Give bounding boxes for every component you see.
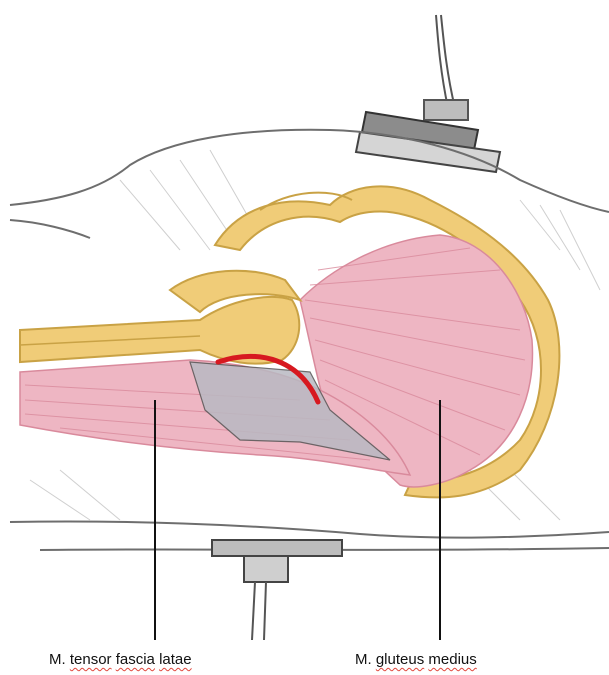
label-gluteus-word-2: medius: [428, 651, 476, 668]
label-gluteus-medius: M. gluteus medius: [355, 651, 477, 668]
probe-cable-2: [441, 15, 455, 108]
buttock-contour: [10, 130, 609, 212]
label-tensor-word-2: fascia: [116, 651, 155, 668]
probe-top: [356, 15, 500, 172]
femur-bone: [20, 271, 300, 364]
label-tensor-word-3: latae: [159, 651, 192, 668]
label-gluteus-word-1: gluteus: [376, 651, 424, 668]
probe-head: [424, 100, 468, 120]
leg-lower-contour: [10, 522, 609, 538]
label-tensor-fascia-latae: M. tensor fascia latae: [49, 651, 192, 668]
leg-upper-contour: [10, 220, 90, 238]
label-tensor-prefix: M.: [49, 651, 70, 668]
probe-bottom: [212, 540, 342, 640]
label-gluteus-prefix: M.: [355, 651, 376, 668]
label-tensor-word-1: tensor: [70, 651, 112, 668]
